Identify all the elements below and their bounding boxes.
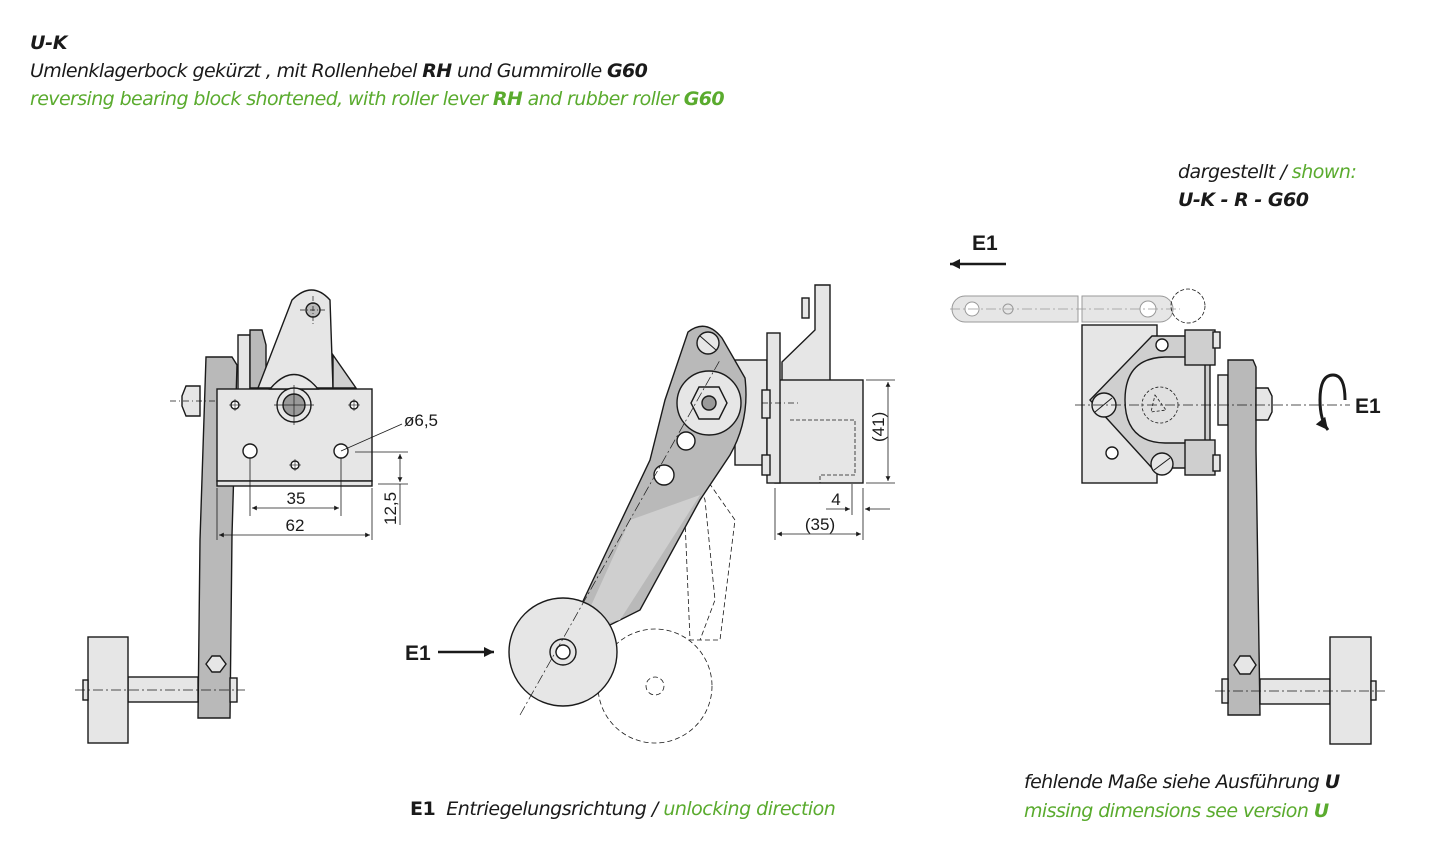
hub-shaft (701, 395, 717, 411)
note-de-code: U (1324, 771, 1340, 793)
e1-rotation-label: E1 (1355, 395, 1381, 418)
dim-width: 62 (286, 516, 305, 535)
title-en-mid: and rubber roller (522, 88, 684, 110)
housing (774, 379, 864, 484)
top-lever-bolt (1233, 655, 1257, 675)
legend-text-de: Entriegelungsrichtung (446, 798, 647, 820)
lever-phantom (950, 295, 1180, 323)
title-german: Umlenklagerbock gekürzt , mit Rollenhebe… (30, 56, 724, 86)
title-de-g60: G60 (607, 60, 648, 82)
clamp-bottom (1184, 439, 1216, 476)
front-view (75, 289, 408, 744)
dim-height-ref: (41) (869, 412, 888, 442)
legend-separator: / (646, 798, 664, 820)
top-axle (1259, 678, 1331, 705)
top-hex-nut (1255, 387, 1273, 421)
shown-variant: dargestellt / shown: U-K - R - G60 (1178, 158, 1357, 214)
screw-top (801, 297, 810, 319)
spacer (1217, 374, 1229, 426)
note-en: missing dimensions see version U (1024, 797, 1340, 826)
shown-separator: / (1274, 161, 1292, 183)
dim-depth-ref: (35) (805, 515, 835, 534)
top-roller-lever (1227, 359, 1261, 716)
note-en-text: missing dimensions see version (1024, 800, 1314, 822)
bracket-rear (237, 334, 251, 391)
hidden-cavity (790, 419, 856, 483)
roller-phantom (1170, 288, 1206, 324)
dim-hole-spacing: 35 (287, 489, 306, 508)
arm-hole-2 (653, 464, 675, 486)
dim-offset: 4 (831, 490, 840, 509)
title-en-g60: G60 (683, 88, 725, 110)
legend: E1 Entriegelungsrichtung / unlocking dir… (410, 798, 836, 820)
e1-side-label: E1 (405, 642, 431, 665)
clamp-top (1184, 329, 1216, 366)
e1-top-label: E1 (972, 232, 998, 255)
title-en-text: reversing bearing block shortened, with … (30, 88, 493, 110)
shown-label: dargestellt / shown: (1178, 158, 1357, 186)
note-en-code: U (1313, 800, 1329, 822)
title-de-mid: und Gummirolle (451, 60, 607, 82)
side-view (508, 284, 895, 744)
hex-nut (181, 385, 201, 417)
base-plate-edge (216, 480, 373, 487)
cam-arm (256, 289, 334, 389)
e1-rotation-arrow (1315, 373, 1347, 431)
title-en-rh: RH (492, 88, 523, 110)
shown-label-de: dargestellt (1178, 161, 1275, 183)
lever-bolt (205, 655, 227, 673)
top-view (950, 288, 1385, 745)
shown-label-en: shown: (1291, 161, 1357, 183)
dim-hole-height: 12,5 (381, 492, 400, 525)
note-de-text: fehlende Maße siehe Ausführung (1024, 771, 1325, 793)
note-de: fehlende Maße siehe Ausführung U (1024, 768, 1340, 797)
title-de-rh: RH (422, 60, 452, 82)
arm-hole-1 (676, 431, 696, 451)
missing-dimensions-note: fehlende Maße siehe Ausführung U missing… (1024, 768, 1340, 826)
bearing-top (268, 373, 320, 390)
shown-variant-code: U-K - R - G60 (1178, 189, 1309, 211)
top-rubber-roller (1329, 636, 1372, 745)
product-code: U-K (30, 32, 68, 54)
dim-hole-diameter: ø6,5 (404, 411, 438, 430)
hole-left (242, 443, 258, 459)
side-dimensions (762, 379, 895, 540)
cam-support (332, 352, 358, 389)
legend-text-en: unlocking direction (663, 798, 836, 820)
front-dimensions (216, 423, 408, 540)
title-block: U-K Umlenklagerbock gekürzt , mit Rollen… (30, 30, 725, 112)
title-de-text: Umlenklagerbock gekürzt , mit Rollenhebe… (30, 60, 423, 82)
axle (127, 676, 199, 703)
bearing-face (1124, 356, 1206, 444)
title-english: reversing bearing block shortened, with … (30, 86, 725, 112)
legend-code: E1 (410, 798, 436, 820)
